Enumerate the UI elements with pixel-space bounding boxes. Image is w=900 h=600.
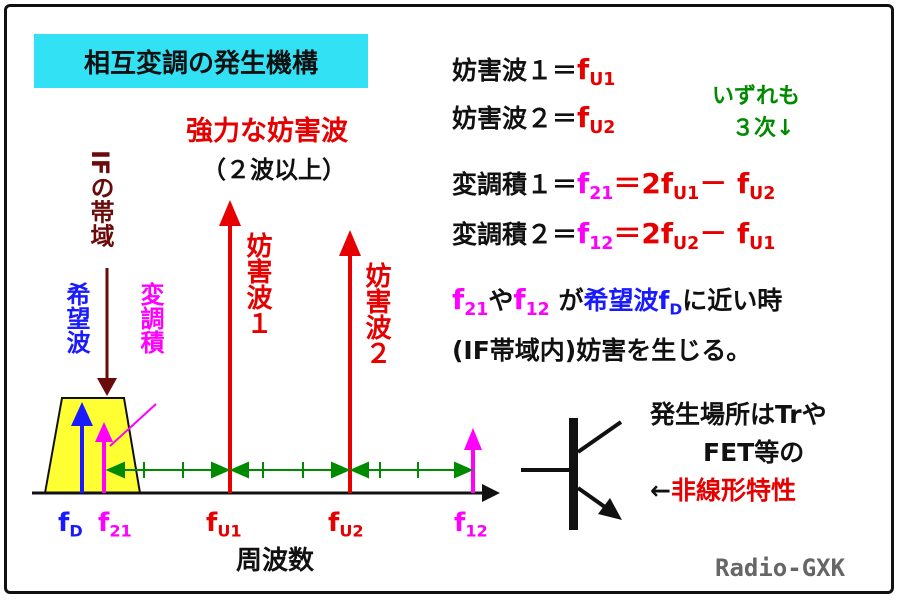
eq4-sub: 12 — [589, 234, 614, 255]
product-label: 変調積 — [136, 282, 164, 354]
eq-product2: 変調積２＝f12＝2fU2－ fU1 — [452, 220, 775, 253]
spacing-arrow-3-right-head — [454, 461, 474, 479]
spacing-arrow-2-right-head — [331, 461, 351, 479]
axis-title: 周波数 — [236, 546, 315, 576]
spacing-arrow-1-right-head — [211, 461, 231, 479]
eq3-sub2: U1 — [673, 184, 700, 205]
eq-product1: 変調積１＝f21＝2fU1－ fU2 — [452, 170, 775, 203]
note-line2: ３次↓ — [732, 116, 795, 141]
transistor-base-bar — [569, 418, 578, 530]
interferer1-arrowhead — [219, 200, 241, 226]
axis-f21-f: f — [98, 508, 110, 538]
axis-label-fU1: fU1 — [206, 510, 242, 540]
eq3-left: 変調積１＝ — [452, 170, 578, 199]
eq4-f: f — [577, 217, 590, 250]
note-line1: いずれも — [712, 84, 801, 109]
axis-fU2-f: f — [328, 508, 340, 538]
device-nonlinear: 非線形特性 — [670, 476, 796, 505]
stmt-desired: 希望波f — [583, 286, 670, 315]
stmt-f21: f — [452, 283, 465, 316]
device-line1: 発生場所はTrや — [650, 400, 827, 429]
spacing-arrow-3-left-head — [349, 461, 369, 479]
eq4-left: 変調積２＝ — [452, 220, 578, 249]
transistor-collector-lead — [576, 420, 623, 454]
credit: Radio-GXK — [715, 554, 846, 582]
desired-wave-label: 希望波 — [62, 282, 90, 354]
stmt-f21-sub: 21 — [464, 300, 489, 321]
desired-wave-arrowhead — [71, 402, 93, 426]
eq-interferer2: 妨害波２＝fU2 — [452, 104, 615, 137]
axis-f21-sub: 21 — [109, 521, 132, 541]
axis-f12-sub: 12 — [465, 521, 488, 541]
eq1-f: f — [577, 53, 590, 86]
strong-interferer-label: 強力な妨害波 — [186, 116, 348, 147]
axis-label-fU2: fU2 — [328, 510, 364, 540]
eq4-mid: ＝2f — [613, 217, 674, 250]
stmt-ya: や — [488, 286, 514, 315]
eq-interferer1: 妨害波１＝fU1 — [452, 56, 615, 89]
device-line3: ←非線形特性 — [650, 478, 796, 503]
frequency-axis-arrowhead — [482, 484, 500, 502]
eq1-left: 妨害波１＝ — [452, 56, 578, 85]
axis-label-f21: f21 — [98, 510, 132, 540]
transistor-emitter-arrow — [598, 498, 622, 520]
eq3-minus: － f — [699, 167, 750, 200]
axis-fD-f: f — [58, 508, 70, 538]
axis-fU2-sub: U2 — [339, 521, 364, 541]
axis-f12-f: f — [454, 508, 466, 538]
eq2-sub: U2 — [589, 118, 616, 139]
statement-line1: f21やf12 が希望波fDに近い時 — [452, 286, 782, 319]
stmt-f12: f — [513, 283, 526, 316]
eq3-sub: 21 — [589, 184, 614, 205]
product12-arrowhead — [464, 428, 482, 450]
eq1-sub: U1 — [589, 70, 616, 91]
product-label-pointer — [109, 403, 157, 447]
interferer2-arrowhead — [339, 230, 361, 256]
strong-interferer-sub: （２波以上） — [202, 156, 346, 184]
device-line2: FET等の — [703, 438, 805, 467]
eq3-f: f — [577, 167, 590, 200]
device-arrow: ← — [650, 476, 671, 505]
if-band-shape — [43, 397, 142, 494]
axis-label-fD: fD — [58, 510, 83, 540]
diagram-title: 相互変調の発生機構 — [34, 34, 368, 88]
eq4-minus: － f — [699, 217, 750, 250]
eq4-sub3: U1 — [749, 234, 776, 255]
product21-arrowhead — [95, 422, 113, 442]
spacing-arrow-1-left-head — [105, 461, 125, 479]
eq4-sub2: U2 — [673, 234, 700, 255]
stmt-desired-sub: D — [669, 300, 683, 319]
eq2-f: f — [577, 101, 590, 134]
frame — [4, 4, 894, 594]
axis-fU1-sub: U1 — [217, 521, 242, 541]
eq3-mid: ＝2f — [613, 167, 674, 200]
spacing-arrow-2-left-head — [229, 461, 249, 479]
if-band-arrow-head — [97, 378, 117, 396]
axis-fD-sub: D — [69, 521, 83, 541]
interferer1-label: 妨害波１ — [242, 232, 272, 336]
stmt-rest1: に近い時 — [682, 286, 783, 315]
if-band-label: IFの帯域 — [86, 150, 114, 248]
interferer2-label: 妨害波２ — [361, 262, 391, 366]
eq2-left: 妨害波２＝ — [452, 104, 578, 133]
axis-fU1-f: f — [206, 508, 218, 538]
axis-label-f12: f12 — [454, 510, 488, 540]
statement-line2: (IF帯域内)妨害を生じる。 — [452, 336, 752, 365]
stmt-f12-sub: 12 — [525, 300, 550, 321]
stmt-ga: が — [549, 286, 584, 315]
eq3-sub3: U2 — [749, 184, 776, 205]
